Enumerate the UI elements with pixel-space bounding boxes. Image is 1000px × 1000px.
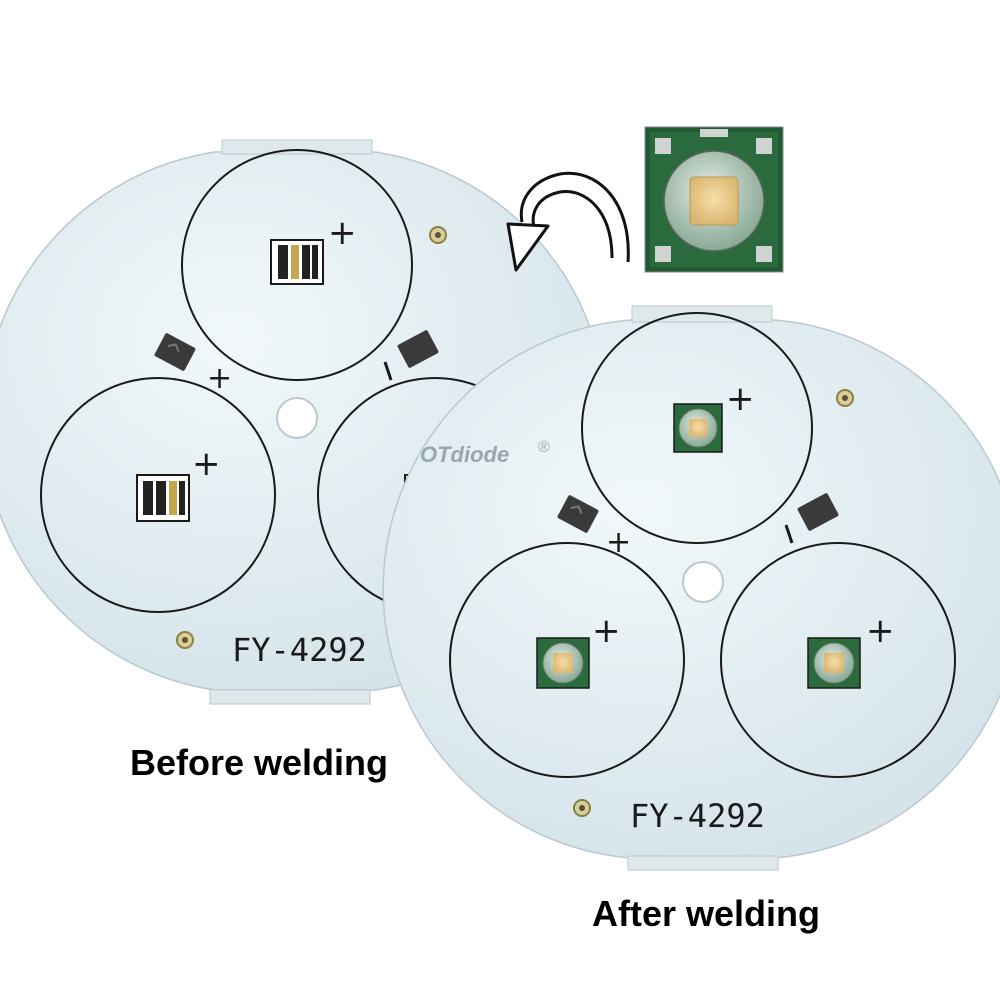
via-dot <box>836 389 854 407</box>
soldered-led-after-top <box>673 403 723 453</box>
board-before-tab-top <box>221 139 373 155</box>
led-closeup-inset <box>644 126 784 273</box>
minus-sign <box>784 524 794 544</box>
led-phosphor-die <box>689 176 739 226</box>
via-dot <box>429 226 447 244</box>
wire-pad-minus <box>397 330 439 368</box>
board-after: + + + + <box>382 305 1000 871</box>
soldered-led-after-left <box>536 637 590 689</box>
soldered-led-after-right <box>807 637 861 689</box>
registered-mark: ® <box>538 439 550 456</box>
led-slot-after-right <box>720 542 956 778</box>
board-model-label: FY-4292 <box>630 797 765 835</box>
mounting-hole-center <box>276 397 318 439</box>
board-after-tab-bottom <box>627 855 779 871</box>
empty-pad-before-left <box>136 474 190 522</box>
via-dot <box>176 631 194 649</box>
plus-sign: + <box>606 525 631 560</box>
board-model-label: FY-4292 <box>232 631 367 669</box>
wire-pad-minus <box>797 493 839 531</box>
curved-arrow-icon <box>506 171 630 272</box>
brand-watermark: OTdiode <box>420 442 509 467</box>
led-pad <box>655 246 671 262</box>
plus-sign: + <box>192 444 221 484</box>
led-slot-after-top <box>581 312 813 544</box>
plus-sign: + <box>328 213 357 253</box>
wire-pad-plus <box>557 495 599 533</box>
caption-after-welding: After welding <box>592 893 821 934</box>
caption-before-welding: Before welding <box>130 742 389 783</box>
plus-sign: + <box>726 379 755 419</box>
via-dot <box>573 799 591 817</box>
led-slot-after-left <box>449 542 685 778</box>
plus-sign: + <box>207 361 232 396</box>
empty-pad-before-top <box>270 239 324 285</box>
board-before-tab-bottom <box>209 689 371 705</box>
minus-sign <box>383 361 393 381</box>
led-pad <box>655 138 671 154</box>
led-pad <box>756 246 772 262</box>
led-slot-before-left <box>40 377 276 613</box>
plus-sign: + <box>592 611 621 651</box>
led-pad <box>756 138 772 154</box>
plus-sign: + <box>866 611 895 651</box>
mounting-hole-center <box>682 561 724 603</box>
wire-pad-plus <box>154 333 196 371</box>
led-slot-before-top <box>181 149 413 381</box>
